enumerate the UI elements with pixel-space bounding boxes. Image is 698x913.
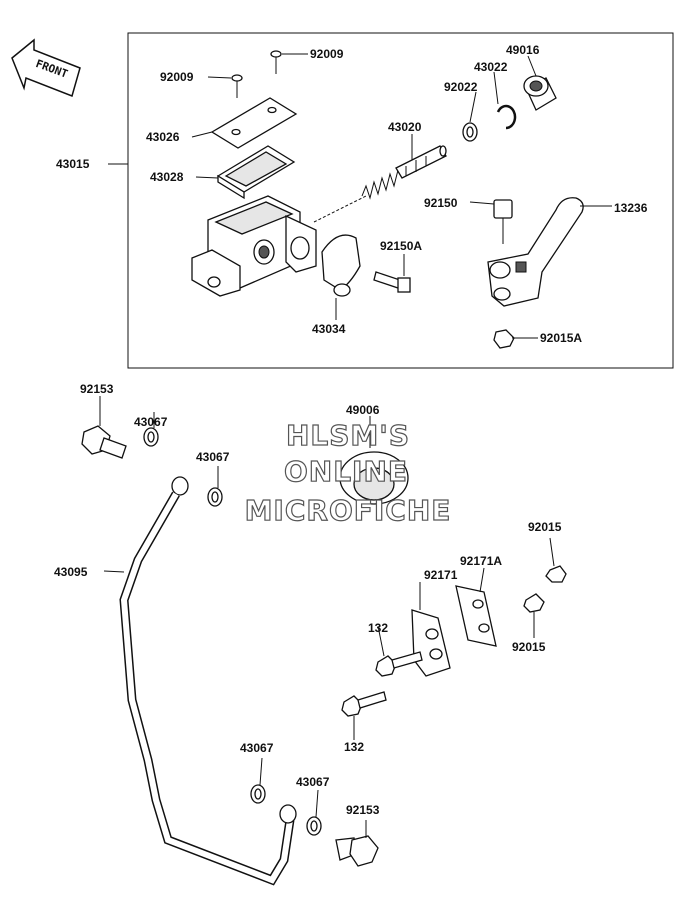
nut-92015A [493, 329, 515, 349]
label-43067-b: 43067 [196, 450, 230, 464]
label-43022: 43022 [474, 60, 508, 74]
clip-43022 [496, 104, 517, 130]
bolt-92150 [493, 199, 513, 244]
bracket-92171A [455, 585, 497, 647]
boot-49006 [339, 451, 409, 505]
lever-13236 [487, 197, 584, 307]
nut-92015-a [545, 565, 567, 583]
label-43026: 43026 [146, 130, 180, 144]
watermark: HLSM'S ONLINE MICROFICHE [244, 418, 452, 527]
label-92150A: 92150A [380, 239, 422, 253]
watermark-line-2: ONLINE [284, 455, 408, 488]
screw-92009-right [270, 50, 282, 74]
piston-43020 [361, 145, 447, 200]
bolt-132-upper [375, 651, 423, 677]
label-92009-left: 92009 [160, 70, 194, 84]
label-92171: 92171 [424, 568, 458, 582]
diaphragm-43028 [216, 145, 296, 200]
holder-43034 [321, 234, 361, 297]
brake-hose-43095 [119, 476, 297, 886]
label-43067-c: 43067 [240, 741, 274, 755]
reservoir-cap-43026 [210, 97, 298, 149]
label-13236: 13236 [614, 201, 648, 215]
label-43034: 43034 [312, 322, 346, 336]
label-132-upper: 132 [368, 621, 388, 635]
bracket-92171 [411, 609, 451, 677]
front-arrow-icon: FRONT [11, 38, 81, 97]
label-92153-top: 92153 [80, 382, 114, 396]
nut-92015-b [523, 593, 545, 613]
watermark-line-1: HLSM'S [286, 419, 410, 452]
label-43028: 43028 [150, 170, 184, 184]
label-43095: 43095 [54, 565, 88, 579]
label-92150: 92150 [424, 196, 458, 210]
label-92153-bottom: 92153 [346, 803, 380, 817]
label-43067-a: 43067 [134, 415, 168, 429]
label-92171A: 92171A [460, 554, 502, 568]
banjo-bolt-92153-top [81, 425, 127, 459]
label-92015-top: 92015 [528, 520, 562, 534]
label-92009-right: 92009 [310, 47, 344, 61]
bolt-132-lower [341, 691, 387, 717]
screw-92009-left [231, 74, 243, 98]
label-49016: 49016 [506, 43, 540, 57]
label-132-lower: 132 [344, 740, 364, 754]
master-cylinder-body [191, 195, 317, 297]
label-43020: 43020 [388, 120, 422, 134]
label-92015A: 92015A [540, 331, 582, 345]
label-43015: 43015 [56, 157, 90, 171]
bolt-92150A [373, 271, 411, 293]
label-92015-lower: 92015 [512, 640, 546, 654]
banjo-bolt-92153-bottom [335, 835, 379, 867]
label-49006: 49006 [346, 403, 380, 417]
label-43067-d: 43067 [296, 775, 330, 789]
assembly-box [127, 32, 674, 369]
label-92022: 92022 [444, 80, 478, 94]
watermark-line-3: MICROFICHE [245, 494, 452, 527]
boot-49016 [523, 75, 557, 111]
